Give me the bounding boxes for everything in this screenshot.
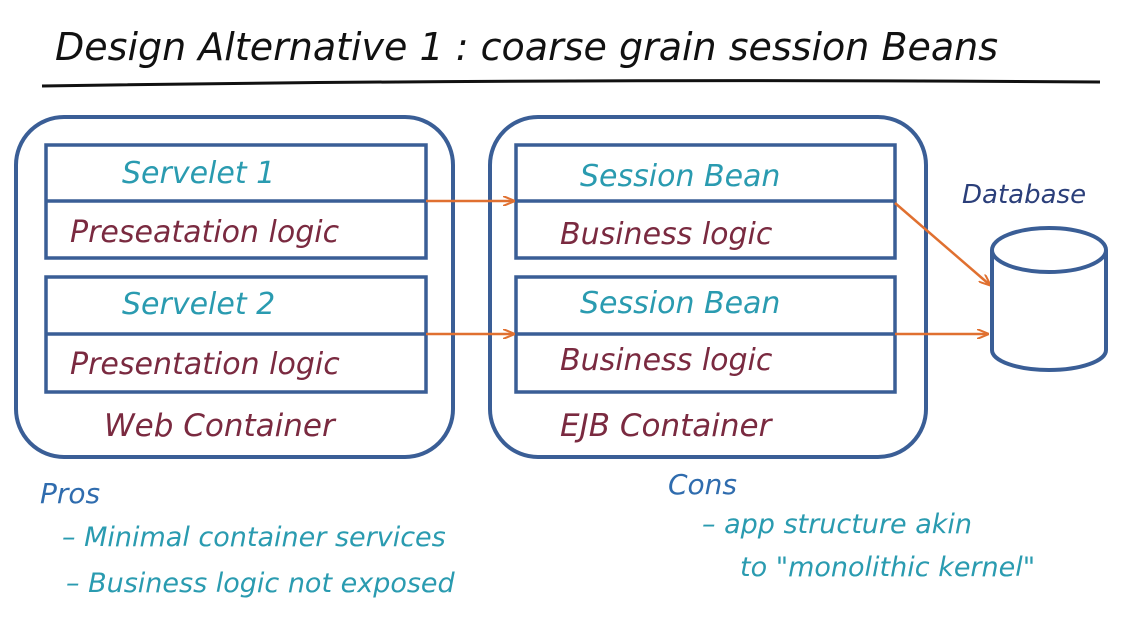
database-top xyxy=(990,226,1108,274)
arrow-bean1-to-database xyxy=(894,202,990,285)
pros-section: Pros – Minimal container services – Busi… xyxy=(40,477,456,599)
web-container-label: Web Container xyxy=(104,408,337,444)
servlet-1-module: Servelet 1 Preseatation logic xyxy=(44,143,428,260)
pros-heading: Pros xyxy=(40,477,100,510)
session-bean-2-header: Session Bean xyxy=(580,286,780,321)
servlet-2-header: Servelet 2 xyxy=(122,287,275,322)
session-bean-1-header: Session Bean xyxy=(580,159,780,194)
database-cylinder: Database xyxy=(962,180,1108,372)
servlet-2-body: Presentation logic xyxy=(70,347,340,382)
pros-item-1: – Minimal container services xyxy=(62,522,446,553)
session-bean-2-body: Business logic xyxy=(560,343,773,378)
servlet-1-body: Preseatation logic xyxy=(70,215,340,250)
servlet-2-module: Servelet 2 Presentation logic xyxy=(44,275,428,394)
session-bean-1-body: Business logic xyxy=(560,217,773,252)
database-label: Database xyxy=(962,180,1086,210)
ejb-container: Session Bean Business logic Session Bean… xyxy=(488,115,928,459)
cons-heading: Cons xyxy=(668,468,737,501)
servlet-1-header: Servelet 1 xyxy=(122,156,275,191)
pros-item-2: – Business logic not exposed xyxy=(66,568,456,599)
page-title: Design Alternative 1 : coarse grain sess… xyxy=(55,25,998,69)
cons-item-2: to "monolithic kernel" xyxy=(740,552,1035,583)
cons-section: Cons – app structure akin to "monolithic… xyxy=(668,468,1035,583)
cons-item-1: – app structure akin xyxy=(702,509,972,540)
web-container-frame xyxy=(14,115,455,459)
session-bean-1-module: Session Bean Business logic xyxy=(514,143,897,260)
web-container: Servelet 1 Preseatation logic Servelet 2… xyxy=(14,115,455,459)
title-underline xyxy=(41,79,1101,88)
ejb-container-label: EJB Container xyxy=(560,408,774,444)
session-bean-2-module: Session Bean Business logic xyxy=(514,275,897,394)
ejb-container-frame xyxy=(488,115,928,459)
database-body xyxy=(990,250,1108,372)
